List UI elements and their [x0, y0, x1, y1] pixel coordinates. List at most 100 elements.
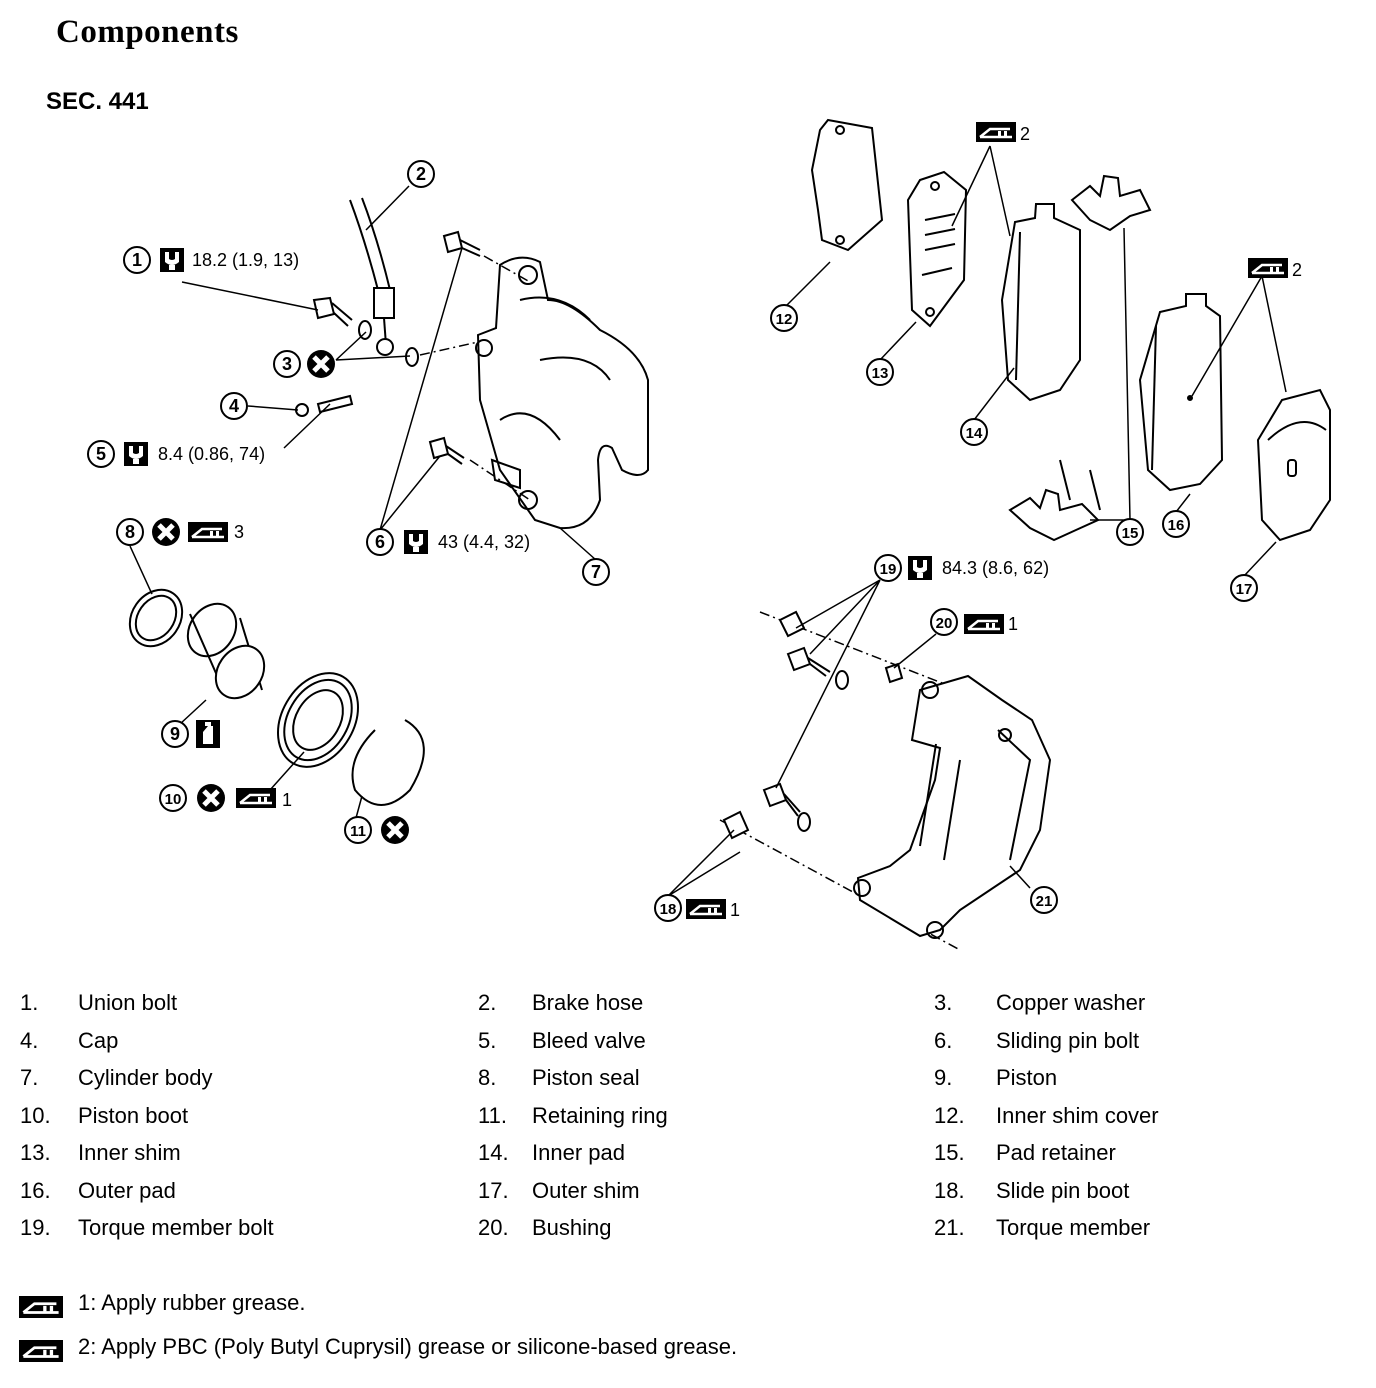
- svg-text:7: 7: [591, 562, 601, 582]
- callout-19: 19: [874, 554, 902, 582]
- callout-13: 13: [866, 358, 894, 386]
- callout-17: 17: [1230, 574, 1258, 602]
- callout-6: 6: [366, 528, 394, 556]
- callout-20: 20: [930, 608, 958, 636]
- torque-icon: [160, 248, 184, 272]
- legend-part-name: Pad retainer: [996, 1140, 1116, 1165]
- svg-text:3: 3: [282, 354, 292, 374]
- torque-icon: [908, 556, 932, 580]
- legend-part-name: Slide pin boot: [996, 1177, 1130, 1203]
- brake-fluid-icon: [196, 720, 220, 748]
- legend-number: 14.: [478, 1140, 509, 1165]
- callout-8: 8: [116, 518, 144, 546]
- grease-icon: [976, 122, 1016, 142]
- legend-number: 2.: [478, 990, 497, 1015]
- legend-number: 7.: [20, 1065, 39, 1090]
- outer-pad-drawing: [1138, 293, 1224, 492]
- callout-21: 21: [1030, 886, 1058, 914]
- cylinder-body-drawing: [475, 256, 649, 530]
- legend-number: 15.: [934, 1140, 965, 1165]
- callout-4: 4: [220, 392, 248, 420]
- grease-note-20: 1: [1008, 614, 1018, 634]
- callout-10: 10: [159, 784, 187, 812]
- legend-number: 12.: [934, 1102, 965, 1128]
- callout-2: 2: [407, 160, 435, 188]
- legend-number: 17.: [478, 1177, 509, 1203]
- piston-seal-drawing: [128, 588, 184, 648]
- svg-text:14: 14: [966, 425, 983, 442]
- part-number-callouts: 1 2 3 4 5 6 7 8 9 10 11 12 13 14 15 16 1…: [87, 160, 1258, 922]
- section-number: SEC. 441: [46, 88, 149, 115]
- legend-part-name: Torque member bolt: [78, 1215, 274, 1240]
- torque-spec-6: 43 (4.4, 32): [438, 532, 530, 552]
- svg-text:5: 5: [96, 444, 106, 464]
- legend-part-name: Bushing: [532, 1215, 612, 1240]
- svg-text:13: 13: [872, 365, 889, 382]
- legend-part-name: Cap: [78, 1027, 119, 1053]
- legend-part-name: Inner shim: [78, 1140, 181, 1165]
- replace-icon: [381, 816, 409, 844]
- svg-text:21: 21: [1036, 893, 1053, 910]
- callout-15: 15: [1116, 518, 1144, 546]
- torque-member-bolts-drawing: [722, 610, 904, 840]
- legend-number: 13.: [20, 1140, 51, 1165]
- svg-text:17: 17: [1236, 581, 1253, 598]
- legend-part-name: Brake hose: [532, 990, 644, 1015]
- svg-text:2: 2: [416, 164, 426, 184]
- legend-part-name: Copper washer: [996, 990, 1146, 1015]
- grease-icon: [1248, 258, 1288, 278]
- svg-text:8: 8: [125, 522, 135, 542]
- callout-1: 1: [123, 246, 151, 274]
- callout-18: 18: [654, 894, 682, 922]
- page-title: Components: [56, 14, 239, 50]
- inner-pad-drawing: [1000, 203, 1081, 402]
- legend-part-name: Piston: [996, 1065, 1058, 1090]
- svg-text:1: 1: [132, 250, 142, 270]
- note-text: 1: Apply rubber grease.: [78, 1290, 306, 1315]
- grease-icon: [18, 1296, 64, 1318]
- grease-icon: [236, 788, 276, 808]
- note-text: 2: Apply PBC (Poly Butyl Cuprysil) greas…: [78, 1334, 738, 1359]
- callout-12: 12: [770, 304, 798, 332]
- legend-part-name: Piston boot: [78, 1102, 189, 1128]
- legend-part-name: Inner shim cover: [996, 1102, 1159, 1128]
- note-pbc-grease: 2: Apply PBC (Poly Butyl Cuprysil) greas…: [18, 1334, 918, 1364]
- brake-hose-drawing: [349, 197, 395, 356]
- svg-text:9: 9: [170, 724, 180, 744]
- svg-text:11: 11: [350, 823, 366, 840]
- torque-icon: [124, 442, 148, 466]
- legend-part-name: Torque member: [996, 1215, 1151, 1240]
- retaining-ring-drawing: [351, 719, 425, 806]
- legend-number: 9.: [934, 1065, 953, 1090]
- inner-shim-cover-drawing: [810, 118, 884, 252]
- callout-3: 3: [273, 350, 301, 378]
- legend-part-name: Piston seal: [532, 1065, 640, 1090]
- svg-text:6: 6: [375, 532, 385, 552]
- torque-spec-19: 84.3 (8.6, 62): [942, 558, 1049, 578]
- torque-spec-1: 18.2 (1.9, 13): [192, 250, 299, 270]
- legend-number: 5.: [478, 1027, 497, 1053]
- legend-number: 8.: [478, 1065, 497, 1090]
- piston-drawing: [186, 602, 266, 700]
- grease-icon: [18, 1340, 64, 1362]
- svg-text:16: 16: [1168, 517, 1185, 534]
- legend-part-name: Outer shim: [532, 1177, 640, 1203]
- svg-text:19: 19: [880, 561, 897, 578]
- exploded-diagram: 1 2 3 4 5 6 7 8 9 10 11 12 13 14 15 16 1…: [87, 118, 1331, 951]
- piston-boot-drawing: [277, 672, 359, 768]
- union-bolt-drawing: [312, 296, 419, 367]
- legend-part-name: Bleed valve: [532, 1027, 646, 1053]
- grease-note-16-17: 2: [1292, 260, 1302, 280]
- callout-7: 7: [582, 558, 610, 586]
- svg-text:20: 20: [936, 615, 953, 632]
- inner-shim-drawing: [906, 170, 968, 328]
- grease-icon: [686, 899, 726, 919]
- legend-part-name: Union bolt: [78, 990, 178, 1015]
- legend-part-name: Retaining ring: [532, 1102, 668, 1128]
- grease-icon: [964, 614, 1004, 634]
- legend-number: 6.: [934, 1027, 953, 1053]
- torque-icon: [404, 530, 428, 554]
- grease-note-8: 3: [234, 522, 244, 542]
- replace-icon: [152, 518, 180, 546]
- grease-note-10: 1: [282, 790, 292, 810]
